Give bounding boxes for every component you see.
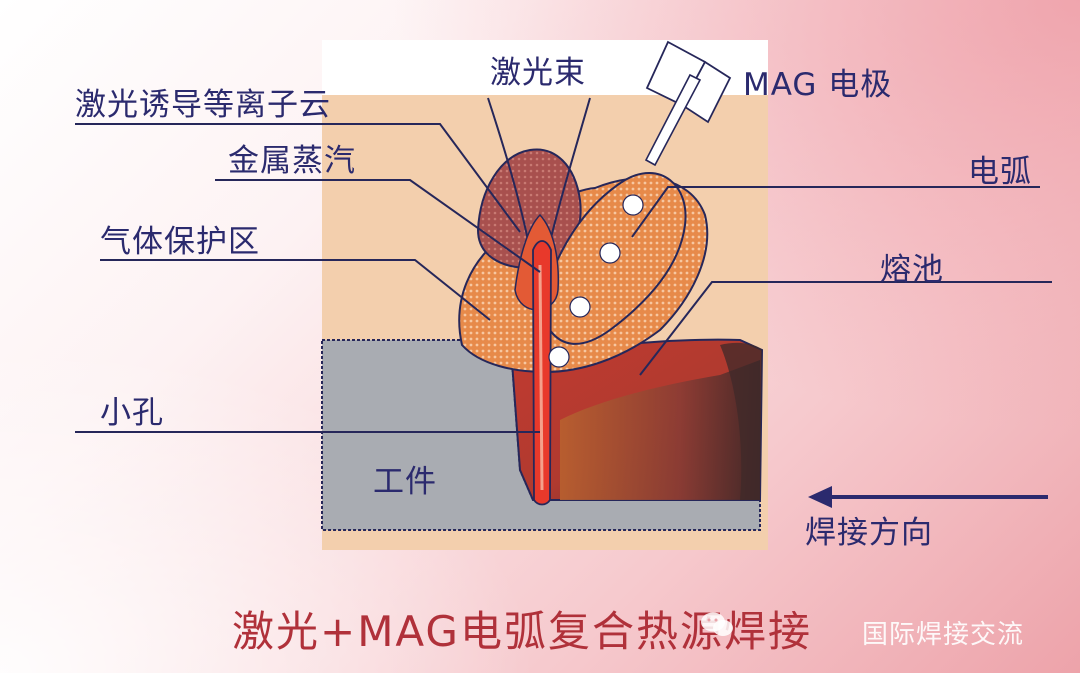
- label-gas-shield: 气体保护区: [100, 224, 260, 260]
- droplet: [622, 194, 644, 216]
- watermark-text: 国际焊接交流: [862, 620, 1025, 650]
- label-direction: 焊接方向: [805, 515, 933, 551]
- laser-beam-edge-left: [487, 97, 531, 251]
- mag-torch: [644, 40, 732, 167]
- label-keyhole: 小孔: [100, 395, 164, 431]
- label-weld-pool: 熔池: [880, 252, 944, 288]
- direction-arrow: [808, 486, 1048, 508]
- droplet: [599, 242, 621, 264]
- weld-bead-trail: [560, 360, 760, 500]
- leader-lines: [75, 123, 1052, 433]
- keyhole-core: [538, 264, 544, 491]
- label-arc: 电弧: [968, 154, 1032, 190]
- wechat-logo-icon: [701, 612, 733, 636]
- label-mag-electrode: MAG 电极: [743, 67, 893, 103]
- laser-plasma-cloud: [476, 148, 582, 270]
- label-metal-vapor: 金属蒸汽: [228, 143, 356, 179]
- droplet: [569, 296, 591, 318]
- droplet: [548, 346, 570, 368]
- label-laser-plasma: 激光诱导等离子云: [75, 87, 331, 123]
- label-workpiece: 工件: [373, 464, 437, 500]
- label-laser-beam: 激光束: [490, 55, 586, 91]
- laser-beam-edge-right: [547, 97, 591, 251]
- solidified-edge: [720, 342, 762, 500]
